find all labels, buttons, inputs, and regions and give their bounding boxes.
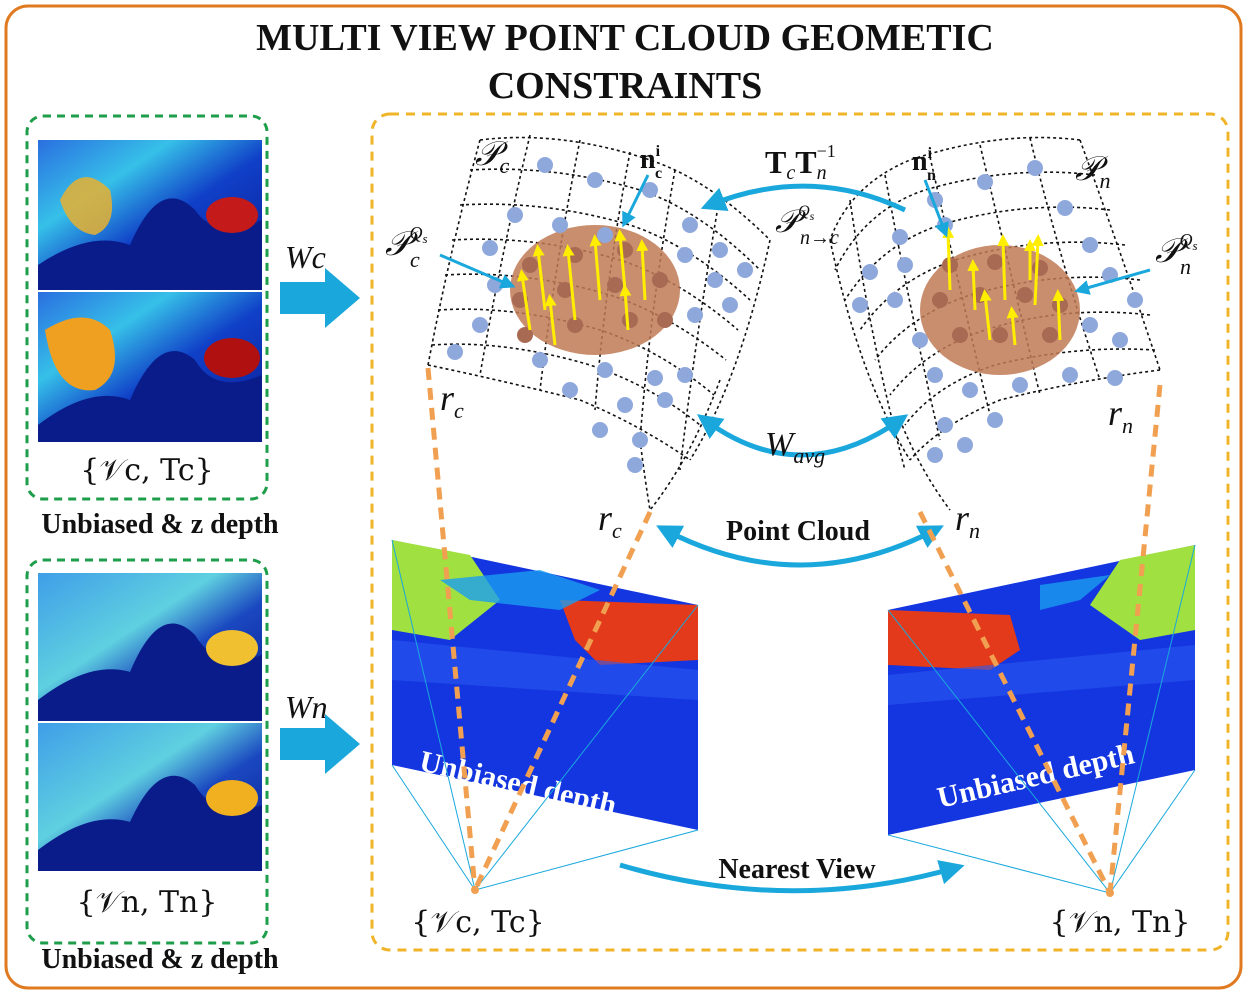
normal-arrows-right xyxy=(942,226,1065,346)
pc-left-subset-pointer xyxy=(439,253,516,289)
normal-left-pointer xyxy=(622,174,650,228)
depth-view-left: Unbiased depth xyxy=(392,540,698,830)
ray-right-bottom: rn xyxy=(955,498,980,543)
pc-right-name: 𝒫n xyxy=(1075,151,1111,193)
set-label-top: {𝒱c, Tc} xyxy=(80,453,214,488)
ray-left-top: rc xyxy=(440,378,464,423)
wc-arrow-icon xyxy=(280,268,360,328)
orange-rays xyxy=(425,367,1163,895)
wn-arrow-icon xyxy=(280,714,360,774)
pc-left-name: 𝒫c xyxy=(475,136,510,178)
point-cloud-arc xyxy=(656,525,944,568)
ray-right-top: rn xyxy=(1108,393,1133,438)
camera-frustum-right xyxy=(887,544,1196,894)
point-cloud-label: Point Cloud xyxy=(726,516,870,547)
caption-bottom-panel: Unbiased & z depth xyxy=(41,944,279,975)
dots-left xyxy=(447,157,753,473)
camera-frustum-left xyxy=(391,539,699,891)
nearest-view-arc xyxy=(619,860,965,894)
normal-arrows-left xyxy=(516,229,649,346)
left-panel-bottom xyxy=(25,558,269,945)
depth-thumb-z-n xyxy=(38,723,262,871)
pc-right-subset-pointer xyxy=(1074,268,1151,295)
outer-frame xyxy=(4,4,1243,990)
weight-wc-label: Wc xyxy=(285,239,326,275)
set-label-bottom: {𝒱n, Tn} xyxy=(77,885,218,920)
patch-dots-left xyxy=(512,242,673,343)
title-line-2: CONSTRAINTS xyxy=(488,65,763,107)
camera-center-left xyxy=(471,886,479,894)
ray-left-bottom: rc xyxy=(598,498,622,543)
caption-top-panel: Unbiased & z depth xyxy=(41,509,279,540)
camera-label-right: {𝒱n, Tn} xyxy=(1050,905,1191,940)
depth-thumb-unbiased-n xyxy=(38,573,262,721)
camera-center-right xyxy=(1106,889,1114,897)
transform-arc xyxy=(700,183,907,213)
weight-wn-label: Wn xyxy=(285,689,328,725)
depth-thumb-z-c xyxy=(38,292,262,442)
transform-label: TcTn−1 xyxy=(765,141,836,184)
wavg-label: Wavg xyxy=(765,426,825,468)
camera-label-left: {𝒱c, Tc} xyxy=(411,905,545,940)
wavg-arc xyxy=(696,414,909,458)
depth-thumb-unbiased-c xyxy=(38,140,262,290)
nearest-view-label: Nearest View xyxy=(718,854,876,885)
title-line-1: MULTI VIEW POINT CLOUD GEOMETIC xyxy=(256,17,994,59)
normal-right-pointer xyxy=(923,179,949,238)
inner-frame xyxy=(370,112,1230,952)
depth-view-right: Unbiased depth xyxy=(888,545,1195,835)
left-panel-top xyxy=(25,114,269,501)
